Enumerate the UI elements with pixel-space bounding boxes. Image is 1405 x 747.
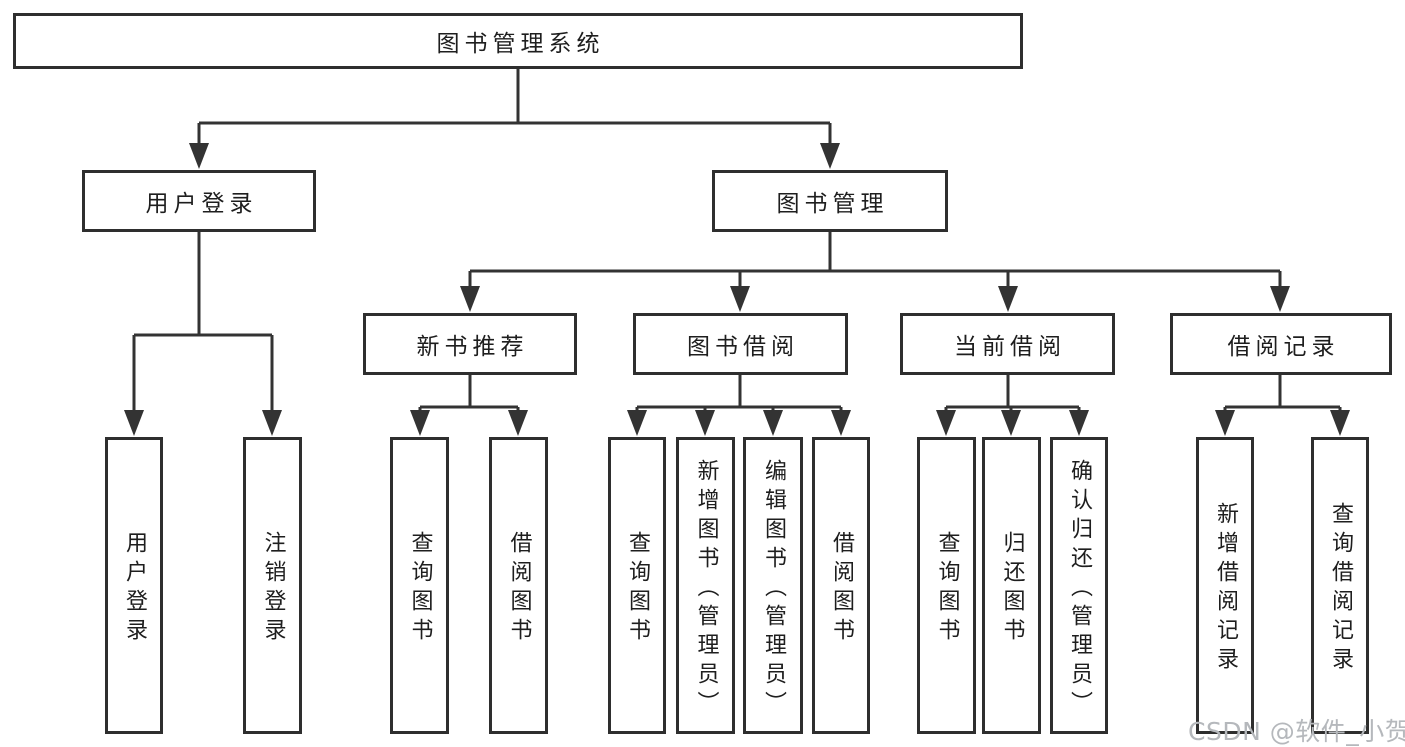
arrow-down-icon [1001, 410, 1021, 436]
node-label: 新书推荐 [416, 334, 529, 360]
arrow-down-icon [1215, 410, 1235, 436]
leaf-label: 新增借阅记录 [1213, 502, 1238, 676]
leaf-current-query-books: 查询图书 [917, 437, 976, 734]
node-user-login: 用户登录 [82, 170, 316, 232]
arrow-down-icon [936, 410, 956, 436]
leaf-logout: 注销登录 [243, 437, 302, 734]
leaf-label: 确认归还（管理员） [1067, 458, 1092, 720]
arrow-down-icon [460, 286, 480, 312]
arrow-down-icon [1270, 286, 1290, 312]
leaf-current-return-books: 归还图书 [982, 437, 1041, 734]
node-root-library-system: 图书管理系统 [13, 13, 1023, 69]
leaf-user-login: 用户登录 [105, 437, 163, 734]
node-label: 图书管理系统 [436, 31, 605, 57]
leaf-borrow-edit-book-admin: 编辑图书（管理员） [743, 437, 803, 734]
node-new-book-recommend: 新书推荐 [363, 313, 577, 375]
arrow-down-icon [763, 410, 783, 436]
node-label: 当前借阅 [954, 334, 1066, 360]
arrow-down-icon [627, 410, 647, 436]
arrow-down-icon [124, 410, 144, 436]
leaf-label: 查询图书 [625, 531, 650, 647]
node-label: 用户登录 [145, 191, 258, 217]
leaf-label: 注销登录 [260, 531, 286, 647]
leaf-newbook-borrow-books: 借阅图书 [489, 437, 548, 734]
arrow-down-icon [820, 143, 840, 169]
leaf-borrow-add-book-admin: 新增图书（管理员） [676, 437, 735, 734]
leaf-label: 借阅图书 [506, 531, 532, 647]
arrow-down-icon [695, 410, 715, 436]
leaf-label: 查询借阅记录 [1328, 502, 1353, 676]
leaf-label: 查询图书 [407, 531, 433, 647]
node-book-borrowing: 图书借阅 [633, 313, 848, 375]
leaf-label: 借阅图书 [829, 531, 854, 647]
arrow-down-icon [262, 410, 282, 436]
leaf-borrow-query-books: 查询图书 [608, 437, 666, 734]
leaf-records-query-record: 查询借阅记录 [1311, 437, 1369, 734]
arrow-down-icon [831, 410, 851, 436]
leaf-label: 归还图书 [999, 531, 1025, 647]
leaf-current-confirm-return-admin: 确认归还（管理员） [1050, 437, 1108, 734]
node-label: 图书借阅 [687, 334, 799, 360]
arrow-down-icon [1069, 410, 1089, 436]
arrow-down-icon [410, 410, 430, 436]
leaf-label: 编辑图书（管理员） [761, 458, 786, 720]
connector-segments [132, 69, 1342, 412]
leaf-records-add-record: 新增借阅记录 [1196, 437, 1254, 734]
arrow-down-icon [189, 143, 209, 169]
arrow-down-icon [1330, 410, 1350, 436]
arrowheads [124, 143, 1350, 436]
node-label: 借阅记录 [1227, 334, 1340, 360]
leaf-label: 用户登录 [122, 531, 147, 647]
leaf-label: 新增图书（管理员） [693, 458, 719, 720]
node-borrow-records: 借阅记录 [1170, 313, 1392, 375]
leaf-label: 查询图书 [934, 531, 960, 647]
node-book-management: 图书管理 [712, 170, 948, 232]
node-label: 图书管理 [776, 191, 889, 217]
node-current-borrowing: 当前借阅 [900, 313, 1115, 375]
arrow-down-icon [730, 286, 750, 312]
arrow-down-icon [998, 286, 1018, 312]
leaf-newbook-query-books: 查询图书 [390, 437, 449, 734]
csdn-watermark: CSDN @软件_小贺同学 [1188, 717, 1405, 746]
leaf-borrow-borrow-books: 借阅图书 [812, 437, 870, 734]
arrow-down-icon [508, 410, 528, 436]
